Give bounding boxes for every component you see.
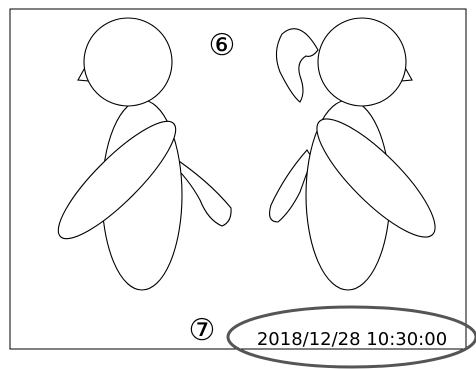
right-figure-head xyxy=(318,18,406,106)
left-figure-head xyxy=(84,18,172,106)
label-seven: ⑦ xyxy=(189,313,216,348)
label-six: ⑥ xyxy=(209,28,236,63)
timestamp-text: 2018/12/28 10:30:00 xyxy=(257,329,447,350)
